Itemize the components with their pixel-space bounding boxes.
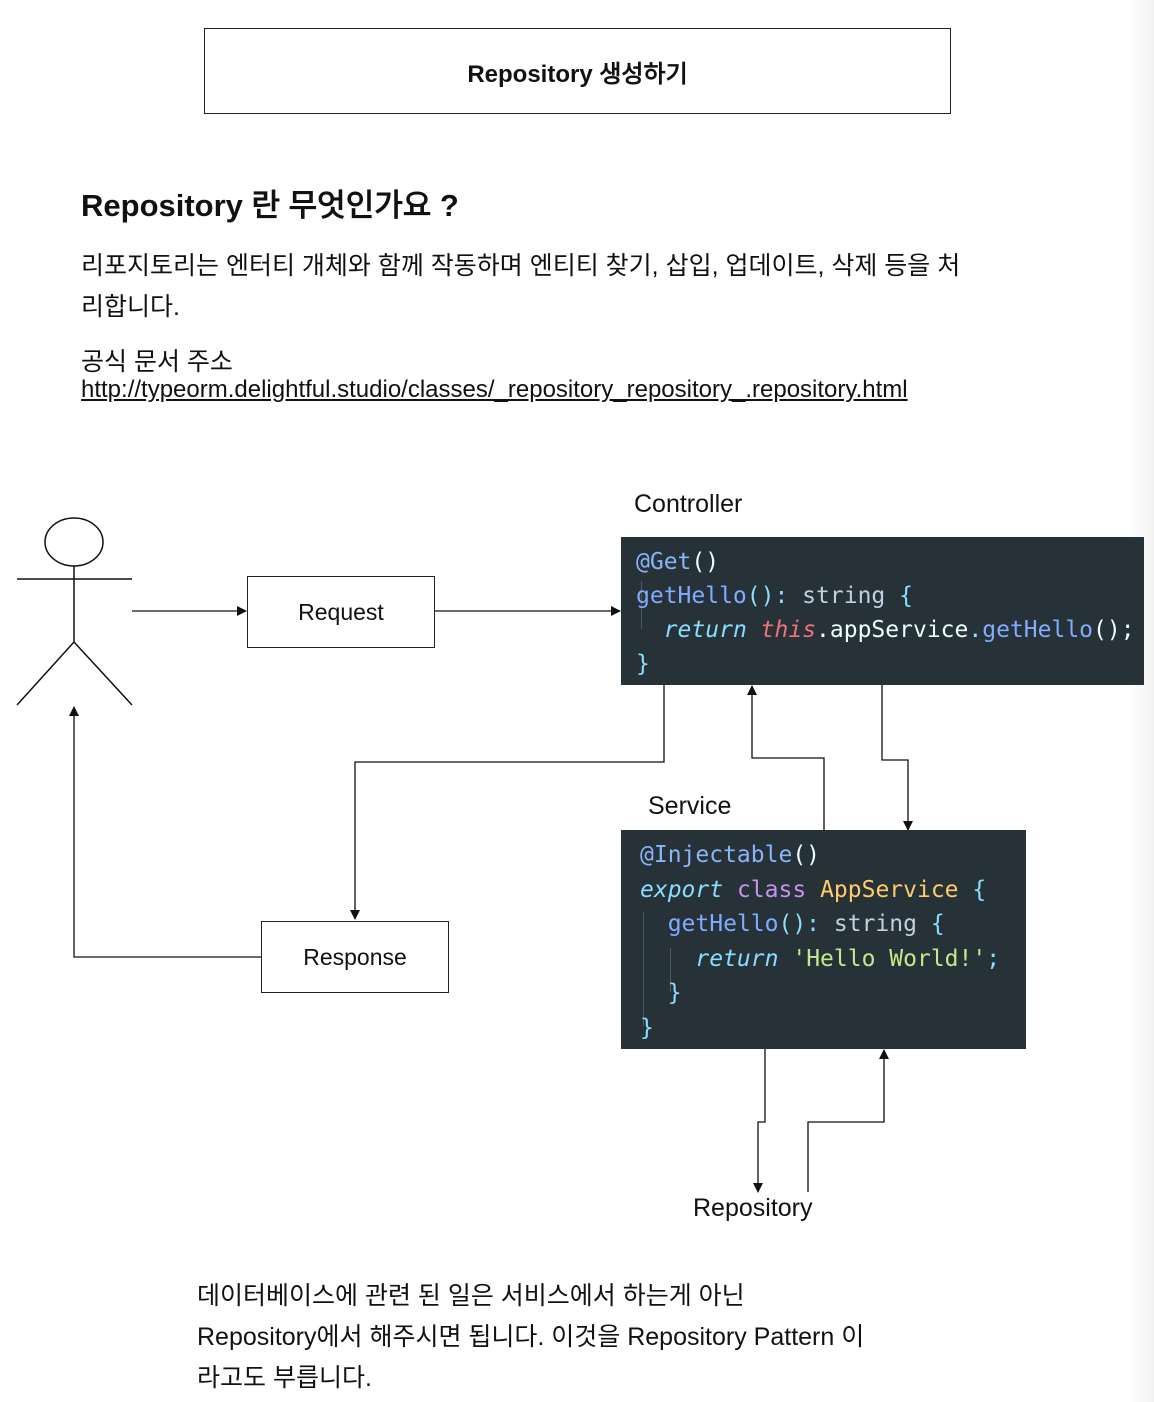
code-token: return xyxy=(695,945,779,972)
bottom-line-3: 라고도 부릅니다. xyxy=(197,1364,372,1392)
code-token: getHello xyxy=(636,583,747,609)
code-token: } xyxy=(636,651,650,677)
code-token: @Injectable xyxy=(640,842,793,868)
code-token: string xyxy=(820,911,931,938)
controller-code-block: @Get()getHello(): string { return this.a… xyxy=(621,537,1144,685)
arrow-service-to-repository xyxy=(753,1048,766,1193)
response-box: Response xyxy=(261,921,449,993)
code-token: string xyxy=(788,583,900,609)
service-label: Service xyxy=(648,792,732,820)
code-line: } xyxy=(640,1011,654,1045)
code-line: getHello(): string { xyxy=(640,907,945,941)
code-token: } xyxy=(640,1015,654,1041)
indent-guide xyxy=(641,581,642,629)
code-token: @Get xyxy=(636,549,692,575)
code-token: { xyxy=(958,876,987,903)
code-token: 'Hello World!' xyxy=(792,945,987,972)
code-token: { xyxy=(930,911,945,938)
code-line: @Injectable() xyxy=(640,838,820,872)
code-line: } xyxy=(636,647,650,681)
intro-line-2: 리합니다. xyxy=(81,293,180,321)
request-box: Request xyxy=(247,576,435,648)
arrow-controller-to-response xyxy=(350,684,665,920)
code-token xyxy=(806,877,820,903)
code-token xyxy=(640,946,695,972)
code-token: (): xyxy=(746,583,789,609)
code-token: this xyxy=(760,617,817,643)
arrow-service-to-controller xyxy=(747,685,825,830)
controller-label: Controller xyxy=(634,490,743,518)
code-token: class xyxy=(736,876,807,903)
code-line: return this.appService.getHello(); xyxy=(636,613,1135,647)
repository-label: Repository xyxy=(693,1194,813,1222)
code-token xyxy=(723,877,737,903)
code-line: export class AppService { xyxy=(640,873,986,907)
code-line: getHello(): string { xyxy=(636,579,913,613)
code-token: ; xyxy=(986,945,1001,972)
code-token: () xyxy=(691,549,720,575)
intro-paragraph: 리포지토리는 엔터티 개체와 함께 작동하며 엔티티 찾기, 삽입, 업데이트,… xyxy=(81,246,1081,328)
indent-guide xyxy=(670,948,671,992)
docs-label: 공식 문서 주소 xyxy=(81,348,233,376)
bottom-paragraph: 데이터베이스에 관련 된 일은 서비스에서 하는게 아닌 Repository에… xyxy=(197,1276,937,1399)
intro-line-1: 리포지토리는 엔터티 개체와 함께 작동하며 엔티티 찾기, 삽입, 업데이트,… xyxy=(81,252,961,280)
code-token xyxy=(747,617,761,643)
code-token: (): xyxy=(778,911,821,938)
code-token: (); xyxy=(1093,617,1135,643)
code-token: return xyxy=(663,617,747,643)
bottom-line-1: 데이터베이스에 관련 된 일은 서비스에서 하는게 아닌 xyxy=(197,1282,745,1310)
code-token: { xyxy=(899,583,913,609)
code-token: } xyxy=(667,980,682,1007)
code-token: getHello xyxy=(667,911,779,938)
code-line: @Get() xyxy=(636,545,719,579)
page-edge xyxy=(1128,0,1154,1402)
code-token: AppService xyxy=(820,876,959,903)
code-token: export xyxy=(640,876,724,903)
code-token: .appService xyxy=(816,617,969,643)
bottom-line-2: Repository에서 해주시면 됩니다. 이것을 Repository Pa… xyxy=(197,1323,865,1351)
code-token xyxy=(640,980,668,1006)
service-code-block: @Injectable()export class AppService { g… xyxy=(621,830,1026,1049)
code-token xyxy=(640,911,668,937)
user-actor-icon xyxy=(16,517,133,706)
code-line: return 'Hello World!'; xyxy=(640,942,1000,976)
arrow-response-to-actor xyxy=(69,706,261,958)
docs-link[interactable]: http://typeorm.delightful.studio/classes… xyxy=(81,376,908,402)
code-line: } xyxy=(640,976,682,1010)
page-title: Repository 생성하기 xyxy=(204,28,951,114)
indent-guide xyxy=(643,912,644,1026)
code-token xyxy=(636,617,664,643)
code-token: () xyxy=(792,842,821,868)
code-token: . xyxy=(968,617,983,643)
section-heading: Repository 란 무엇인가요 ? xyxy=(81,188,459,223)
code-token xyxy=(778,946,792,972)
code-token: getHello xyxy=(982,617,1094,643)
arrow-repository-to-service xyxy=(807,1049,889,1192)
arrow-controller-to-service xyxy=(881,684,913,831)
